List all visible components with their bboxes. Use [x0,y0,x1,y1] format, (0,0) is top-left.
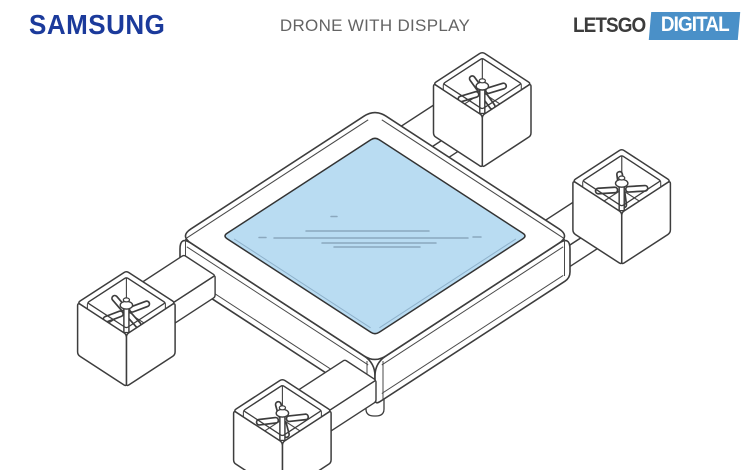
rotor-assembly-bottom [232,359,377,470]
display-panel [224,137,526,335]
rotor-duct [572,149,672,265]
rotor-duct [432,51,532,168]
letsgodigital-logo: LETSGO DIGITAL [565,12,741,40]
samsung-logo: SAMSUNG [29,9,166,41]
letsgo-text: LETSGO [573,14,646,37]
page-header: SAMSUNG DRONE WITH DISPLAY LETSGO DIGITA… [0,0,750,56]
rotor-assembly-top [388,51,532,177]
propeller [255,400,310,442]
rotor-duct [76,271,176,387]
display-reflections [258,215,482,248]
rotor-assembly-right [533,149,672,271]
rotor-duct [232,378,332,470]
page-title: DRONE WITH DISPLAY [279,16,471,35]
propeller [594,170,649,212]
propeller [102,294,151,334]
rotor-assembly-left [76,254,216,387]
